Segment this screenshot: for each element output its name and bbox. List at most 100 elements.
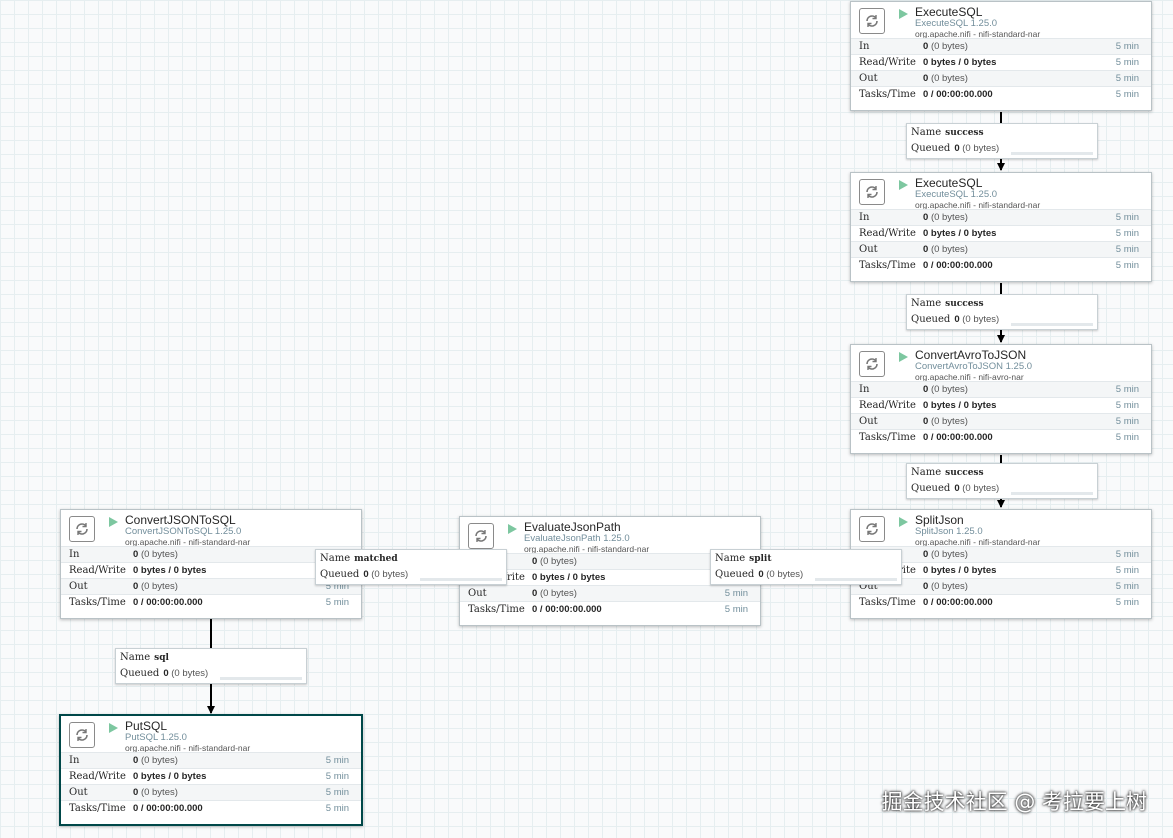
processor-convertavrotojson[interactable]: ConvertAvroToJSON ConvertAvroToJSON 1.25…	[850, 344, 1152, 454]
stat-value: 0 bytes / 0 bytes	[923, 400, 997, 411]
play-icon[interactable]	[899, 517, 908, 527]
play-icon[interactable]	[109, 723, 118, 733]
stat-row-out: Out 0 (0 bytes) 5 min	[851, 241, 1151, 257]
queue-progress-bar	[815, 578, 897, 581]
stat-value: 0 (0 bytes)	[923, 212, 968, 223]
play-icon[interactable]	[508, 524, 517, 534]
stat-value: 0 (0 bytes)	[532, 588, 577, 599]
stat-window: 5 min	[1115, 581, 1139, 592]
stat-row-out: Out 0 (0 bytes) 5 min	[851, 413, 1151, 429]
queue-progress-bar	[1011, 152, 1093, 155]
stat-window: 5 min	[1115, 432, 1139, 443]
stat-value: 0 / 00:00:00.000	[923, 89, 993, 100]
stat-label: Out	[859, 244, 878, 255]
processor-putsql[interactable]: PutSQL PutSQL 1.25.0 org.apache.nifi - n…	[59, 714, 363, 826]
processor-convertjsontosql[interactable]: ConvertJSONToSQL ConvertJSONToSQL 1.25.0…	[60, 509, 362, 619]
processor-name: ExecuteSQL	[915, 176, 983, 190]
stat-window: 5 min	[1115, 400, 1139, 411]
stat-window: 5 min	[325, 771, 349, 782]
processor-header: SplitJson SplitJson 1.25.0 org.apache.ni…	[851, 510, 1151, 547]
stat-label: Out	[859, 581, 878, 592]
processor-header: ConvertJSONToSQL ConvertJSONToSQL 1.25.0…	[61, 510, 361, 547]
stat-label: Out	[859, 416, 878, 427]
processor-name: EvaluateJsonPath	[524, 520, 621, 534]
stat-window: 5 min	[1115, 228, 1139, 239]
stat-row-out: Out 0 (0 bytes) 5 min	[61, 578, 361, 594]
stat-window: 5 min	[1115, 416, 1139, 427]
stat-window: 5 min	[1115, 57, 1139, 68]
processor-icon	[859, 351, 885, 377]
stat-value: 0 bytes / 0 bytes	[923, 228, 997, 239]
processor-executesql-1[interactable]: ExecuteSQL ExecuteSQL 1.25.0 org.apache.…	[850, 1, 1152, 111]
stat-value: 0 / 00:00:00.000	[923, 432, 993, 443]
stat-label: Read/Write	[69, 565, 126, 576]
processor-type: ExecuteSQL 1.25.0	[915, 189, 998, 200]
processor-name: ExecuteSQL	[915, 5, 983, 19]
stat-value: 0 / 00:00:00.000	[133, 803, 203, 814]
stat-label: Read/Write	[69, 771, 126, 782]
stat-label: Out	[859, 73, 878, 84]
processor-icon	[859, 179, 885, 205]
play-icon[interactable]	[899, 180, 908, 190]
processor-type: PutSQL 1.25.0	[125, 732, 187, 743]
stat-window: 5 min	[1115, 565, 1139, 576]
stat-value: 0 / 00:00:00.000	[923, 597, 993, 608]
stat-value: 0 (0 bytes)	[133, 755, 178, 766]
processor-name: ConvertJSONToSQL	[125, 513, 236, 527]
processor-type: SplitJson 1.25.0	[915, 526, 983, 537]
stat-value: 0 (0 bytes)	[923, 416, 968, 427]
stat-value: 0 (0 bytes)	[923, 244, 968, 255]
processor-bundle: org.apache.nifi - nifi-standard-nar	[915, 200, 1041, 210]
processor-header: EvaluateJsonPath EvaluateJsonPath 1.25.0…	[460, 517, 760, 554]
stat-label: In	[859, 41, 870, 52]
stat-label: In	[859, 384, 870, 395]
play-icon[interactable]	[899, 9, 908, 19]
stat-window: 5 min	[1115, 41, 1139, 52]
stat-value: 0 (0 bytes)	[923, 41, 968, 52]
processor-icon	[859, 516, 885, 542]
stat-value: 0 (0 bytes)	[133, 787, 178, 798]
processor-executesql-2[interactable]: ExecuteSQL ExecuteSQL 1.25.0 org.apache.…	[850, 172, 1152, 282]
stat-label: In	[69, 755, 80, 766]
queue-progress-bar	[1011, 492, 1093, 495]
play-icon[interactable]	[899, 352, 908, 362]
play-icon[interactable]	[109, 517, 118, 527]
stat-label: In	[859, 212, 870, 223]
processor-name: SplitJson	[915, 513, 964, 527]
stat-window: 5 min	[1115, 212, 1139, 223]
stat-window: 5 min	[724, 604, 748, 615]
stat-window: 5 min	[1115, 244, 1139, 255]
processor-bundle: org.apache.nifi - nifi-standard-nar	[125, 743, 251, 753]
stat-window: 5 min	[325, 581, 349, 592]
stat-label: In	[69, 549, 80, 560]
stat-window: 5 min	[1115, 260, 1139, 271]
stat-value: 0 (0 bytes)	[133, 581, 178, 592]
stat-value: 0 bytes / 0 bytes	[133, 771, 207, 782]
stat-window: 5 min	[1115, 597, 1139, 608]
stat-value: 0 (0 bytes)	[923, 73, 968, 84]
stat-label: Tasks/Time	[69, 597, 126, 608]
stat-value: 0 bytes / 0 bytes	[923, 565, 997, 576]
processor-type: ConvertAvroToJSON 1.25.0	[915, 361, 1033, 372]
stat-value: 0 (0 bytes)	[923, 384, 968, 395]
stat-value: 0 bytes / 0 bytes	[532, 572, 606, 583]
stat-label: Out	[69, 581, 88, 592]
